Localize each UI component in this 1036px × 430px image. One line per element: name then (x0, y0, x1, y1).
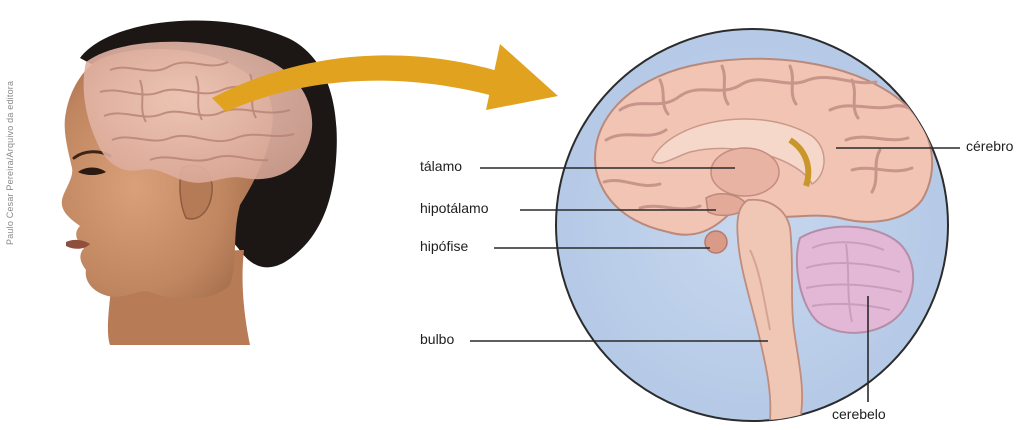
pituitary (705, 231, 727, 253)
label-hipofise: hipófise (420, 238, 468, 254)
label-cerebro: cérebro (966, 138, 1013, 154)
brain-section-circle (556, 29, 948, 421)
label-talamo: tálamo (420, 158, 462, 174)
thalamus (711, 148, 779, 196)
label-hipotalamo: hipotálamo (420, 200, 489, 216)
label-bulbo: bulbo (420, 331, 454, 347)
label-cerebelo: cerebelo (832, 406, 886, 422)
photo-credit: Paulo Cesar Pereira/Arquivo da editora (5, 81, 15, 245)
